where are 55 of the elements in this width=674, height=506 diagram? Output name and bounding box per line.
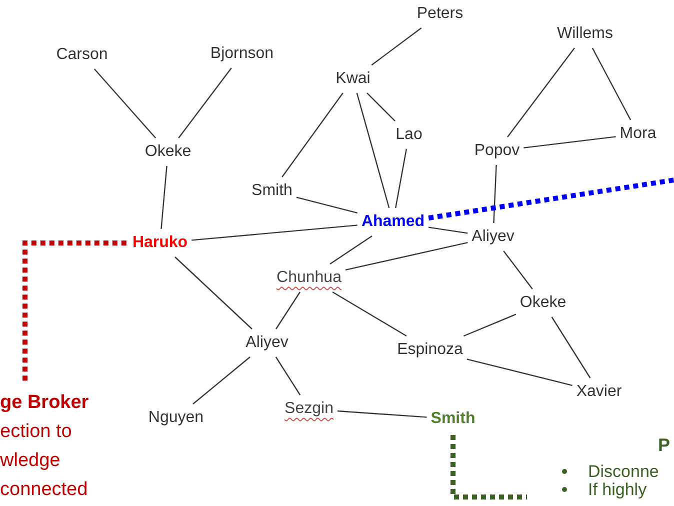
connector-line bbox=[282, 92, 344, 178]
person-name: Espinoza bbox=[397, 340, 463, 360]
person-name: Haruko bbox=[132, 233, 188, 253]
person-name: Smith bbox=[430, 409, 476, 429]
person-name: Chunhua bbox=[276, 268, 342, 288]
connector-line bbox=[345, 242, 468, 270]
callout-heading: ge Broker bbox=[0, 391, 90, 415]
connector-line bbox=[366, 92, 396, 122]
person-name: Mora bbox=[620, 124, 656, 144]
person-name: Willems bbox=[557, 24, 613, 44]
callout-heading: P bbox=[658, 434, 670, 457]
connector-line bbox=[94, 68, 156, 138]
person-name: Xavier bbox=[576, 382, 622, 402]
callout-text: ection to wledge connected bbox=[0, 420, 89, 502]
connector-line bbox=[428, 226, 468, 234]
person-name: Okeke bbox=[144, 142, 192, 162]
connector-line bbox=[466, 358, 572, 386]
person-name: Smith bbox=[252, 181, 292, 201]
connector-line bbox=[192, 224, 358, 241]
person-name: Carson bbox=[56, 45, 108, 65]
connector-line bbox=[507, 48, 575, 138]
connector-line bbox=[330, 236, 372, 264]
person-name: Aliyev bbox=[246, 333, 288, 353]
connector-line bbox=[493, 164, 497, 224]
dotted-line bbox=[450, 435, 527, 500]
connector-line bbox=[551, 316, 591, 378]
connector-line bbox=[371, 28, 422, 66]
person-name: Popov bbox=[474, 141, 520, 161]
connector-line bbox=[503, 250, 533, 290]
bullet-text: Disconne bbox=[588, 462, 659, 481]
person-name: Bjornson bbox=[210, 44, 274, 64]
person-name: Sezgin bbox=[284, 399, 334, 419]
dotted-line bbox=[428, 178, 674, 220]
person-name: Okeke bbox=[520, 293, 566, 313]
person-name: Nguyen bbox=[148, 408, 204, 428]
person-name: Peters bbox=[416, 4, 464, 24]
connector-line bbox=[276, 292, 300, 330]
connector-line bbox=[192, 356, 250, 404]
connector-line bbox=[463, 314, 516, 337]
person-name: Ahamed bbox=[361, 212, 425, 232]
connector-line bbox=[296, 196, 358, 214]
connector-line bbox=[337, 410, 427, 418]
connector-line bbox=[395, 148, 407, 208]
connector-line bbox=[275, 356, 301, 396]
connector-line bbox=[332, 291, 407, 337]
connector-line bbox=[174, 256, 252, 330]
person-name: Lao bbox=[396, 125, 422, 145]
connector-line bbox=[524, 136, 616, 148]
connector-line bbox=[160, 166, 168, 230]
bullet-text: If highly bbox=[588, 480, 647, 499]
connector-line bbox=[592, 48, 632, 120]
connector-line bbox=[356, 92, 390, 208]
person-name: Kwai bbox=[336, 69, 370, 89]
connector-line bbox=[178, 68, 232, 138]
person-name: Aliyev bbox=[472, 227, 514, 247]
